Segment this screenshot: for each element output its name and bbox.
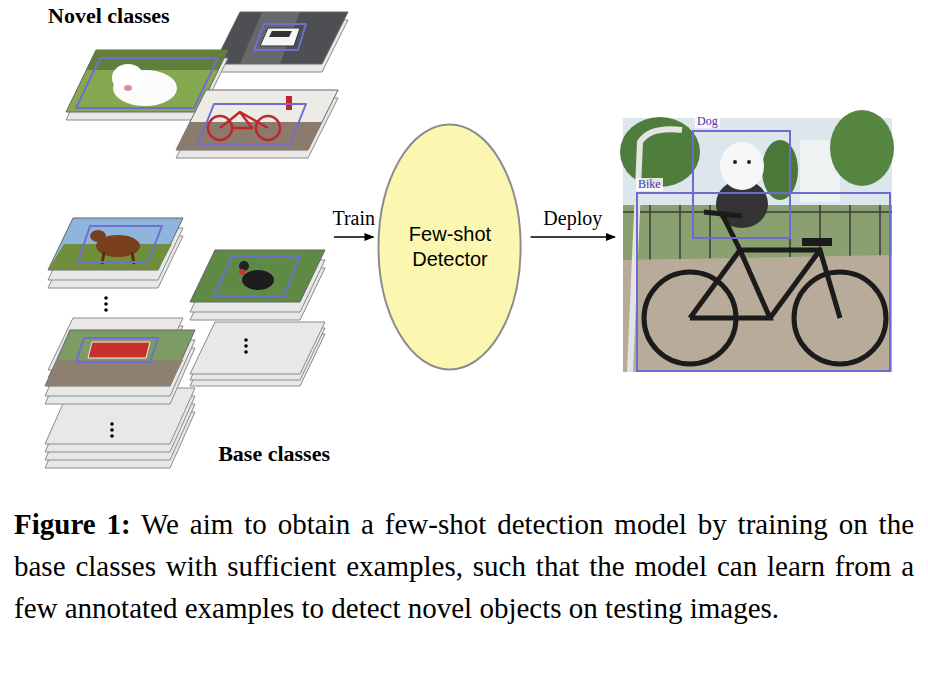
test-photo-part	[693, 131, 790, 238]
group-heading: Base classes	[218, 440, 330, 468]
image-stack-part	[76, 338, 158, 362]
text-slot: Dog	[695, 115, 720, 128]
figure-caption: Figure 1: We aim to obtain a few-shot de…	[14, 503, 914, 629]
image-stack-part	[239, 269, 245, 275]
test-photo-part	[637, 193, 890, 371]
image-stack-part	[254, 24, 306, 50]
arrow-connector	[334, 236, 373, 237]
image-stack-part	[104, 302, 108, 306]
node-label: Few-shot Detector	[402, 222, 498, 272]
image-stack-part	[240, 12, 300, 64]
image-stack-part	[176, 90, 338, 150]
image-stack-part	[190, 322, 325, 374]
image-stack-part	[110, 422, 114, 426]
image-stack-part	[124, 85, 132, 91]
image-stack-part	[244, 338, 248, 342]
image-stack-part	[256, 116, 280, 140]
image-stack-part	[190, 250, 325, 302]
arrow-connector	[531, 236, 615, 237]
test-photo-part	[720, 142, 764, 190]
image-stack-part	[269, 31, 292, 37]
edge-label-slot: Train	[332, 206, 375, 230]
edge-label: Train	[332, 206, 375, 230]
caption-prefix: Figure 1:	[14, 508, 131, 540]
class-group: Novel classes	[48, 2, 238, 34]
image-stack-part	[244, 344, 248, 348]
image-stack-part	[45, 330, 195, 386]
detector-ellipse: Few-shot Detector	[377, 123, 522, 371]
image-stack-part	[88, 342, 150, 358]
ellipse-shape	[379, 125, 521, 370]
test-photo-part	[623, 255, 892, 372]
caption-slot: Figure 1: We aim to obtain a few-shot de…	[14, 503, 914, 629]
image-stack-part	[90, 230, 106, 242]
image-stack-part	[220, 112, 268, 128]
class-group: Base classes	[40, 212, 330, 468]
image-stack-part	[260, 28, 300, 46]
test-photo	[620, 110, 894, 372]
detection-label: Dog	[695, 115, 720, 128]
image-stack-part	[104, 308, 108, 312]
image-stack-part	[198, 104, 306, 144]
image-stack-part	[45, 360, 183, 386]
text-slot: Few-shot Detector	[402, 222, 498, 272]
test-photo-part	[690, 212, 840, 318]
text-slot: Novel classes	[48, 2, 170, 30]
test-photo-part	[762, 140, 798, 200]
image-stack-part	[48, 218, 183, 270]
image-stack	[45, 12, 348, 468]
image-stack-part	[110, 428, 114, 432]
image-stack-part	[76, 58, 218, 108]
image-stack-part	[104, 296, 108, 300]
image-stack-part	[176, 122, 322, 150]
test-photo-part	[747, 160, 751, 164]
text-slot: Base classes	[218, 440, 330, 468]
test-photo-part	[802, 238, 832, 246]
image-stack-part	[110, 434, 114, 438]
test-image: DogBike	[623, 112, 892, 372]
image-stack-part	[78, 226, 162, 262]
image-stack-part	[214, 256, 300, 296]
text-slot: Bike	[636, 178, 663, 191]
ellipse-outline	[377, 123, 522, 371]
edge-label: Deploy	[543, 206, 602, 230]
edge-label-slot: Deploy	[543, 206, 602, 230]
detection-label: Bike	[636, 178, 663, 191]
image-stack-part	[244, 350, 248, 354]
image-stack-part	[112, 64, 144, 92]
image-stack-part	[86, 50, 228, 70]
test-photo-part	[830, 110, 894, 186]
image-stack-part	[242, 270, 274, 290]
image-stack-part	[214, 12, 348, 64]
test-photo-part	[733, 160, 737, 164]
group-heading: Novel classes	[48, 2, 170, 30]
